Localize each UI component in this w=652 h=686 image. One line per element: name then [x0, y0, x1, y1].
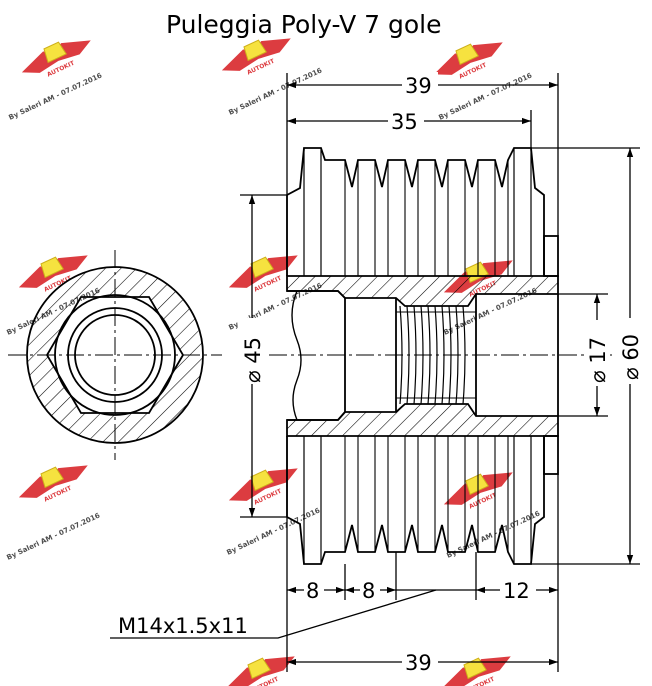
lower-groove-vlines	[344, 436, 509, 552]
watermark-text: By Saleri AM - 07.07.2016	[227, 66, 323, 116]
upper-groove-vlines	[344, 160, 509, 276]
watermark-text: By Saleri AM - 07.07.2016	[225, 506, 321, 556]
dim-label-top-overall: 39	[405, 74, 432, 98]
dimension-texts: 39 35 ⌀ 60 ⌀ 45 ⌀ 17 8 8 12 M14x1.5x11 3…	[118, 72, 643, 675]
watermark-text: By Saleri AM - 07.07.2016	[7, 71, 103, 121]
dim-label-top-inner: 35	[391, 110, 418, 134]
dim-label-seg-a: 8	[306, 579, 319, 603]
watermark-logo-icon	[223, 456, 306, 517]
dim-label-seg-c: 12	[503, 579, 530, 603]
dim-label-dia-bore: ⌀ 45	[241, 337, 265, 383]
watermark-logo-icon	[13, 453, 96, 514]
dim-label-dia-thread: ⌀ 17	[586, 337, 610, 383]
dim-label-seg-b: 8	[362, 579, 375, 603]
thread-spec-label: M14x1.5x11	[118, 614, 248, 638]
thread-leader	[110, 589, 437, 639]
lower-groove-profile	[286, 436, 545, 565]
watermark-layer: By Saleri AM - 07.07.2016 By Saleri AM -…	[5, 26, 541, 686]
watermark-text: By Saleri AM - 07.07.2016	[5, 511, 101, 561]
upper-groove-profile	[286, 147, 545, 276]
end-view	[8, 250, 222, 460]
watermark-logo-icon	[220, 644, 303, 686]
drawing-title: Puleggia Poly-V 7 gole	[166, 10, 442, 39]
dim-label-dia-outer: ⌀ 60	[619, 334, 643, 380]
dim-label-bottom-overall: 39	[405, 651, 432, 675]
bore-left-wave	[291, 290, 302, 421]
right-flange-upper	[543, 235, 559, 277]
watermark-text: By Saleri AM - 07.07.2016	[437, 71, 533, 121]
right-flange-lower	[543, 435, 559, 475]
watermark-logo-icon	[428, 30, 511, 91]
end-view-hatch	[27, 267, 203, 443]
watermark-logo-icon	[436, 644, 519, 686]
section-view	[240, 147, 612, 565]
